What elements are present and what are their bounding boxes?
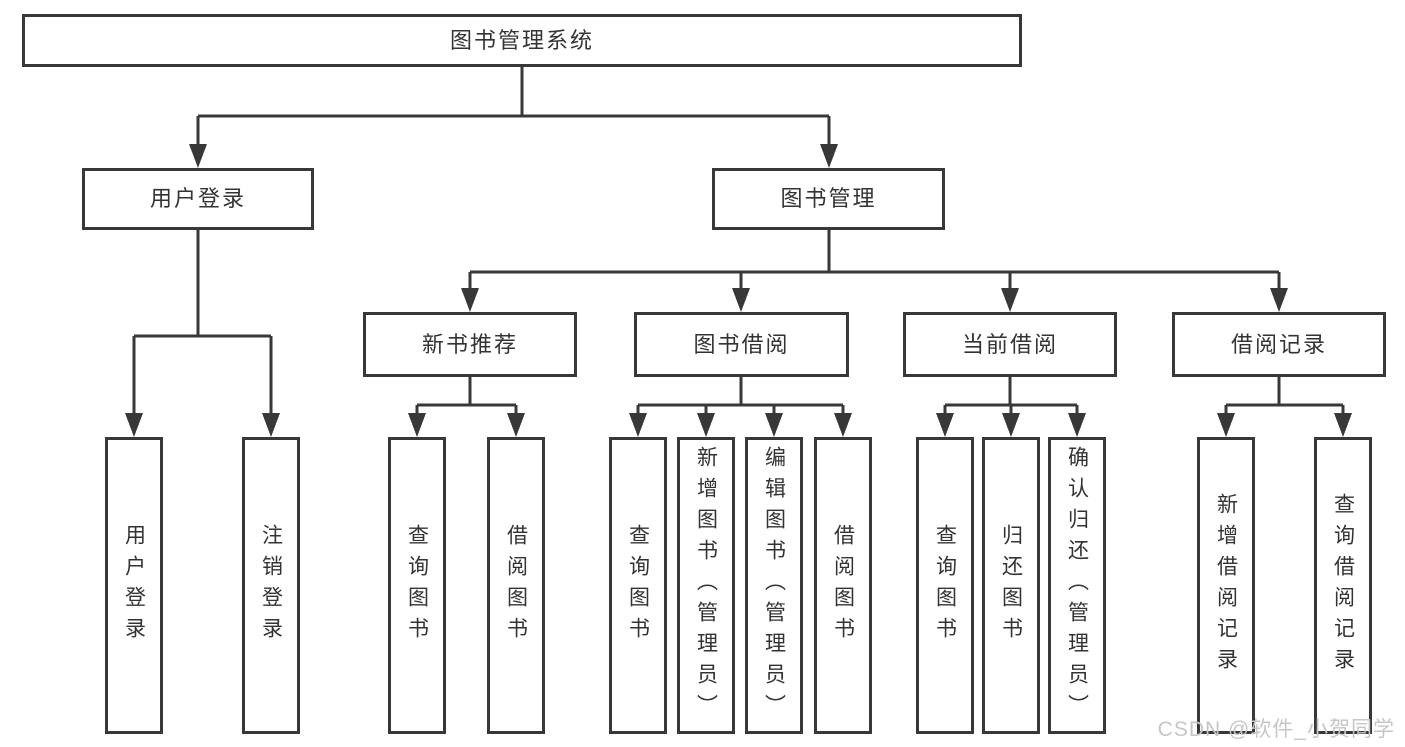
leaf-label: 借阅图书 — [504, 523, 528, 648]
leaf-add-books-admin: 新增图书（管理员） — [677, 437, 735, 734]
arrowhead — [408, 413, 426, 437]
arrowhead — [262, 413, 280, 437]
leaf-edit-books-admin: 编辑图书（管理员） — [745, 437, 803, 734]
arrowhead — [936, 413, 954, 437]
leaf-query-books-current: 查询图书 — [916, 437, 974, 734]
connector-bus-borrow-record — [1224, 403, 1345, 419]
leaf-borrow-books-recommend: 借阅图书 — [487, 437, 545, 734]
arrowhead — [125, 413, 143, 437]
leaf-label: 查询借阅记录 — [1331, 492, 1355, 679]
leaf-user-login: 用户登录 — [105, 437, 163, 734]
leaf-label: 归还图书 — [999, 523, 1023, 648]
node-library-management-system: 图书管理系统 — [22, 14, 1022, 67]
leaf-label: 确认归还（管理员） — [1065, 446, 1089, 725]
leaf-query-books-borrow: 查询图书 — [609, 437, 667, 734]
node-label: 新书推荐 — [421, 331, 518, 357]
arrowhead — [1270, 288, 1288, 312]
leaf-query-borrow-record: 查询借阅记录 — [1314, 437, 1372, 734]
arrowhead — [1217, 413, 1235, 437]
leaf-return-books: 归还图书 — [982, 437, 1040, 734]
leaf-label: 查询图书 — [626, 523, 650, 648]
arrowhead — [189, 144, 207, 168]
leaf-confirm-return-admin: 确认归还（管理员） — [1048, 437, 1106, 734]
node-user-login: 用户登录 — [82, 168, 314, 230]
node-label: 图书管理 — [780, 186, 877, 211]
leaf-label: 新增图书（管理员） — [694, 446, 718, 725]
arrowhead — [1334, 413, 1352, 437]
node-label: 图书借阅 — [693, 331, 790, 357]
arrowhead — [697, 413, 715, 437]
arrowhead — [461, 288, 479, 312]
node-label: 借阅记录 — [1230, 331, 1327, 357]
leaf-query-books-recommend: 查询图书 — [388, 437, 446, 734]
connector-bus-level3 — [468, 270, 1281, 294]
node-borrowing-records: 借阅记录 — [1172, 312, 1386, 377]
connector-bus-new-book — [415, 403, 518, 419]
node-label: 当前借阅 — [961, 331, 1058, 357]
leaf-borrow-books: 借阅图书 — [814, 437, 872, 734]
node-label: 用户登录 — [149, 186, 246, 211]
connector-bus-book-borrow — [636, 403, 845, 419]
arrowheads — [125, 144, 1352, 437]
watermark: CSDN @软件_小贺同学 — [1157, 718, 1395, 741]
arrowhead — [507, 413, 525, 437]
arrowhead — [1002, 413, 1020, 437]
arrowhead — [732, 288, 750, 312]
arrowhead — [820, 144, 838, 168]
node-label: 图书管理系统 — [449, 27, 594, 53]
connector-bus-user-login — [132, 334, 273, 419]
node-current-borrowing: 当前借阅 — [903, 312, 1117, 377]
leaf-label: 查询图书 — [405, 523, 429, 648]
leaf-label: 编辑图书（管理员） — [762, 446, 786, 725]
leaf-add-borrow-record: 新增借阅记录 — [1197, 437, 1255, 734]
arrowhead — [765, 413, 783, 437]
leaf-label: 借阅图书 — [831, 523, 855, 648]
arrowhead — [629, 413, 647, 437]
node-new-book-recommend: 新书推荐 — [363, 312, 577, 377]
leaf-logout: 注销登录 — [242, 437, 300, 734]
leaf-label: 用户登录 — [122, 523, 146, 648]
connector-bus-current-borrow — [943, 403, 1079, 419]
leaf-label: 注销登录 — [259, 523, 283, 648]
arrowhead — [1068, 413, 1086, 437]
connector-bus-level2 — [196, 114, 831, 148]
node-book-borrowing: 图书借阅 — [634, 312, 849, 377]
arrowhead — [834, 413, 852, 437]
leaf-label: 新增借阅记录 — [1214, 492, 1238, 679]
node-book-management: 图书管理 — [712, 168, 945, 230]
arrowhead — [1001, 288, 1019, 312]
leaf-label: 查询图书 — [933, 523, 957, 648]
